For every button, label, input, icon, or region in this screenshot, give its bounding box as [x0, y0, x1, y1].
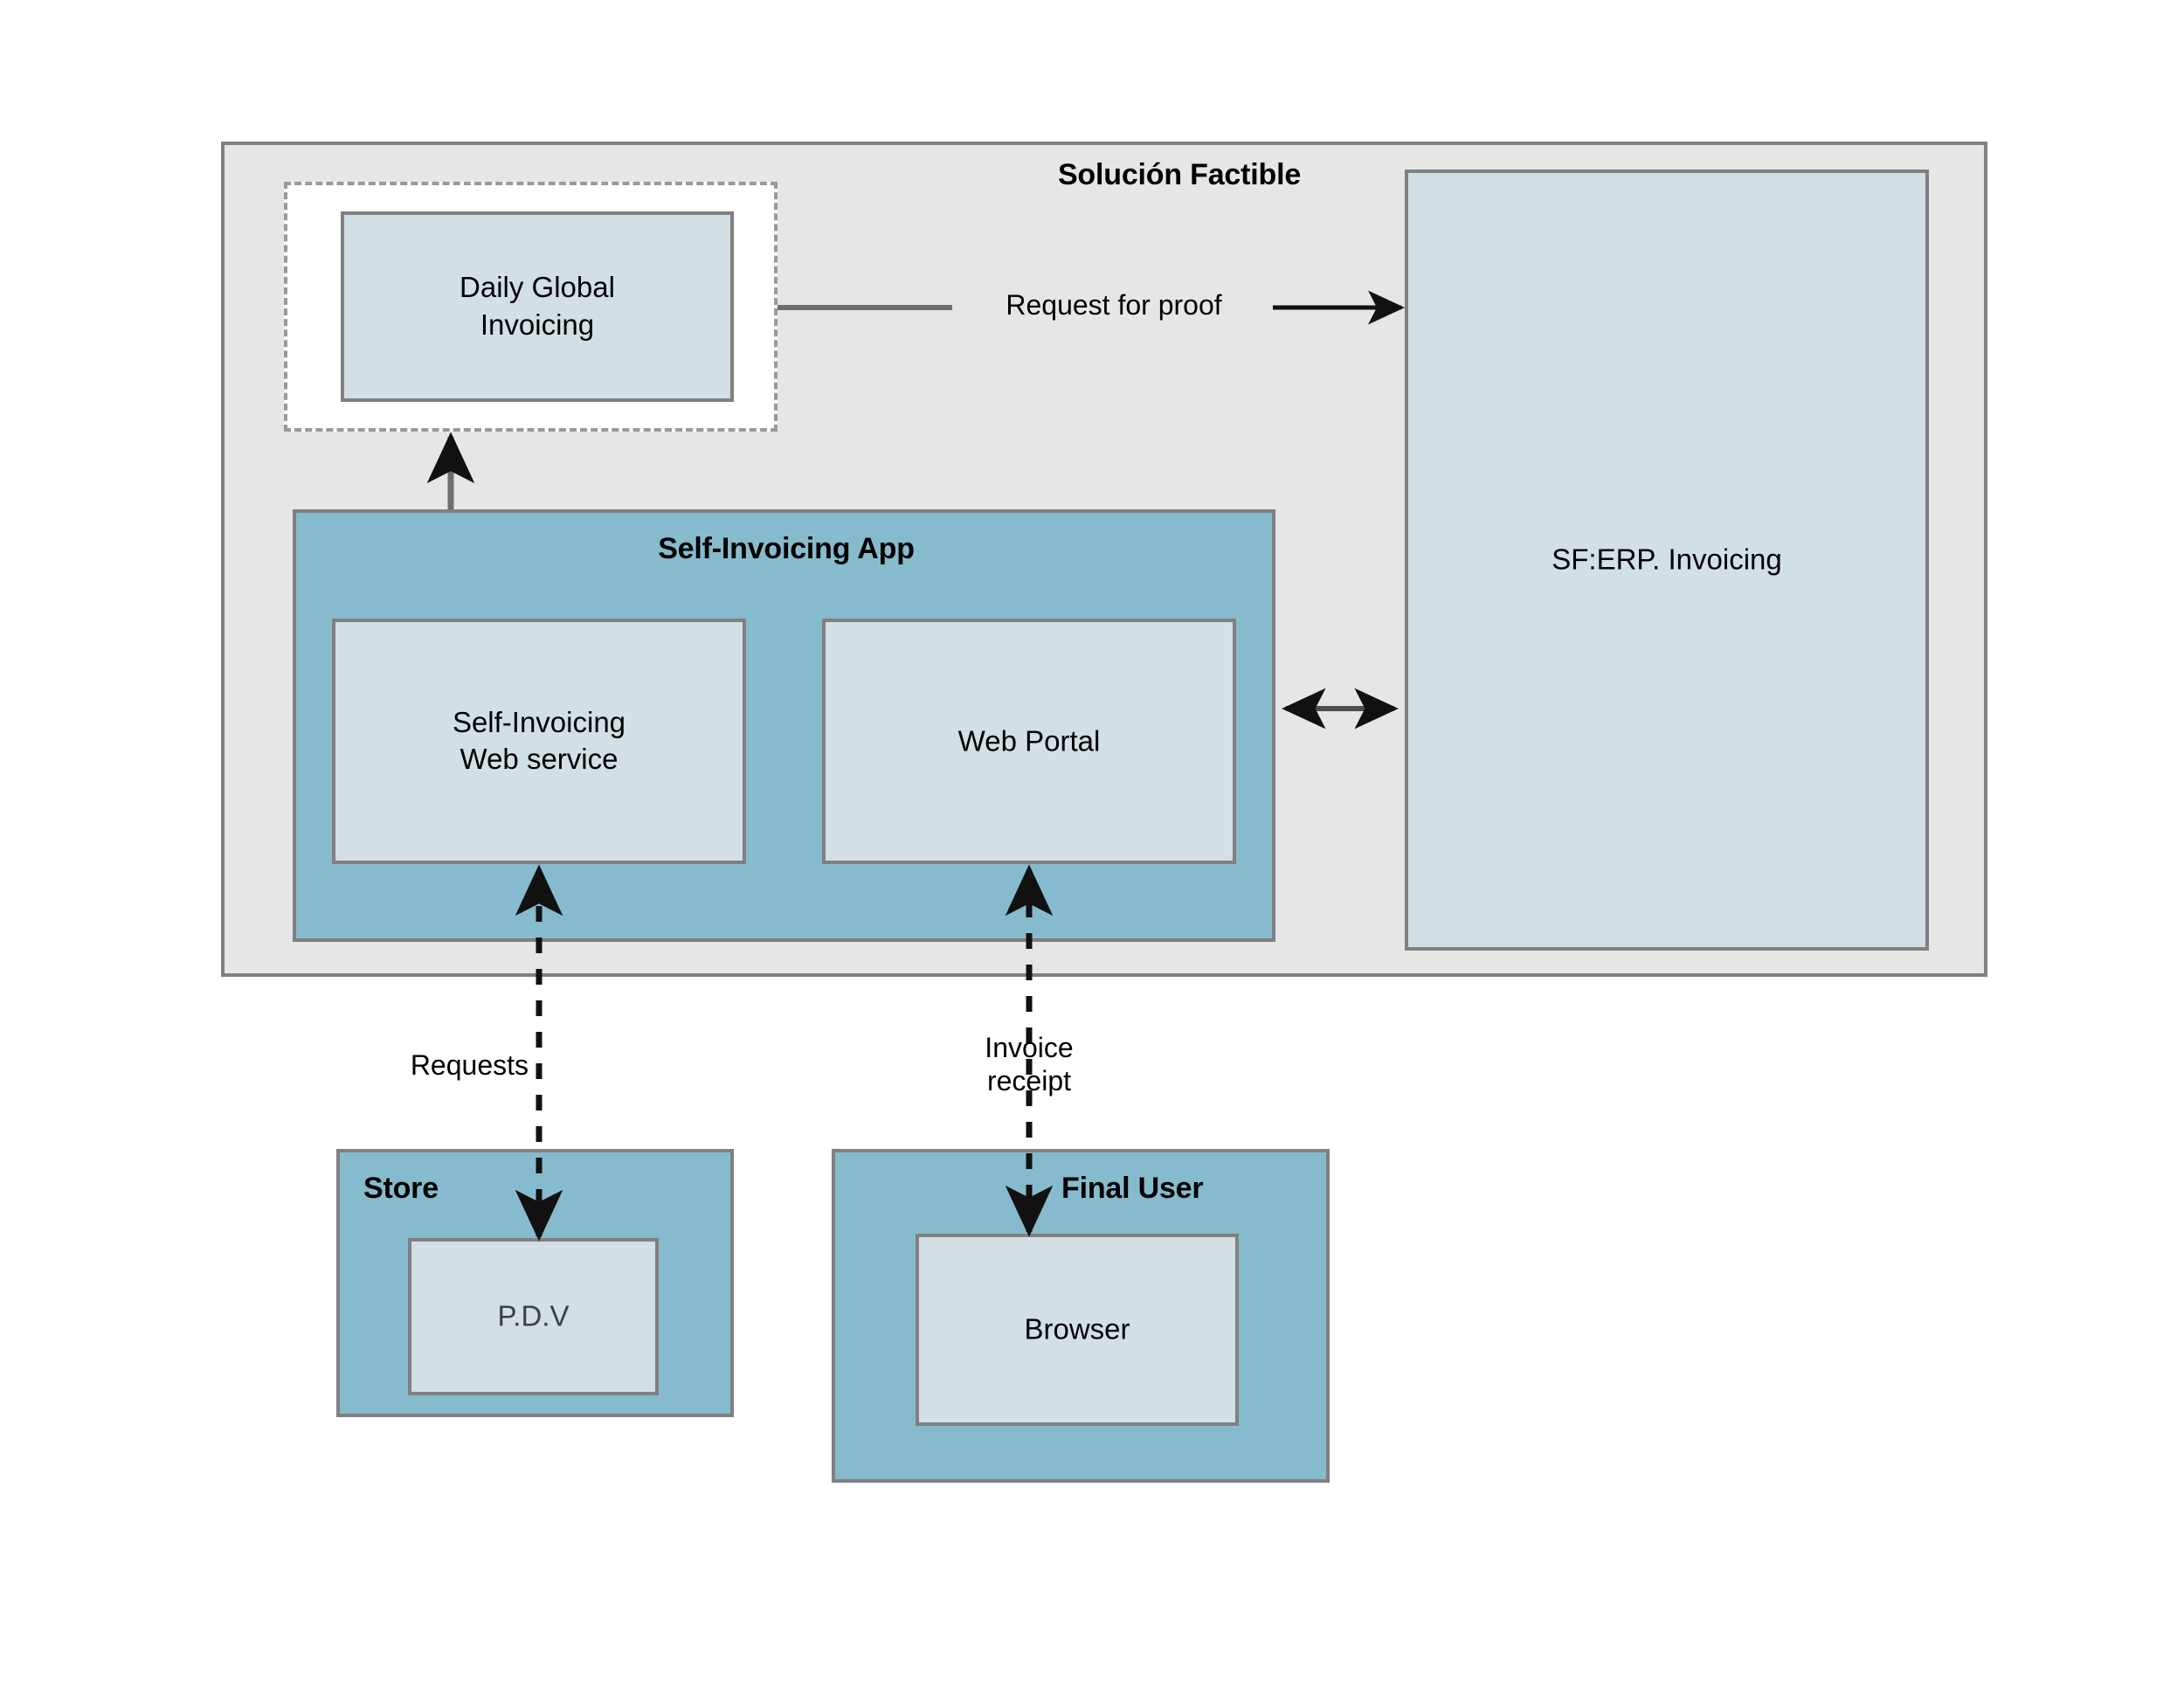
node-web-portal-label: Web Portal — [957, 724, 1101, 758]
node-self-invoicing-web-service-label: Self-Invoicing Web service — [452, 705, 626, 776]
node-pdv[interactable]: P.D.V — [408, 1238, 659, 1395]
group-solucion-factible-title: Solución Factible — [1057, 158, 1302, 191]
node-daily-global-invoicing[interactable]: Daily Global Invoicing — [341, 211, 734, 402]
node-sf-erp-invoicing[interactable]: SF:ERP. Invoicing — [1405, 169, 1929, 951]
edge-label-requests: Requests — [410, 1049, 529, 1081]
node-self-invoicing-web-service[interactable]: Self-Invoicing Web service — [332, 619, 746, 864]
node-browser[interactable]: Browser — [916, 1234, 1239, 1426]
node-web-portal[interactable]: Web Portal — [822, 619, 1236, 864]
group-self-invoicing-app-title: Self-Invoicing App — [658, 532, 915, 565]
group-store-title: Store — [363, 1172, 439, 1205]
node-browser-label: Browser — [1024, 1312, 1130, 1346]
node-pdv-label: P.D.V — [497, 1299, 570, 1332]
edge-label-request-for-proof: Request for proof — [955, 288, 1273, 322]
node-sf-erp-invoicing-label: SF:ERP. Invoicing — [1552, 543, 1782, 576]
edge-label-invoice-receipt: Invoice receipt — [985, 1032, 1074, 1097]
group-final-user-title: Final User — [1061, 1172, 1204, 1205]
node-daily-global-invoicing-label: Daily Global Invoicing — [460, 271, 615, 341]
